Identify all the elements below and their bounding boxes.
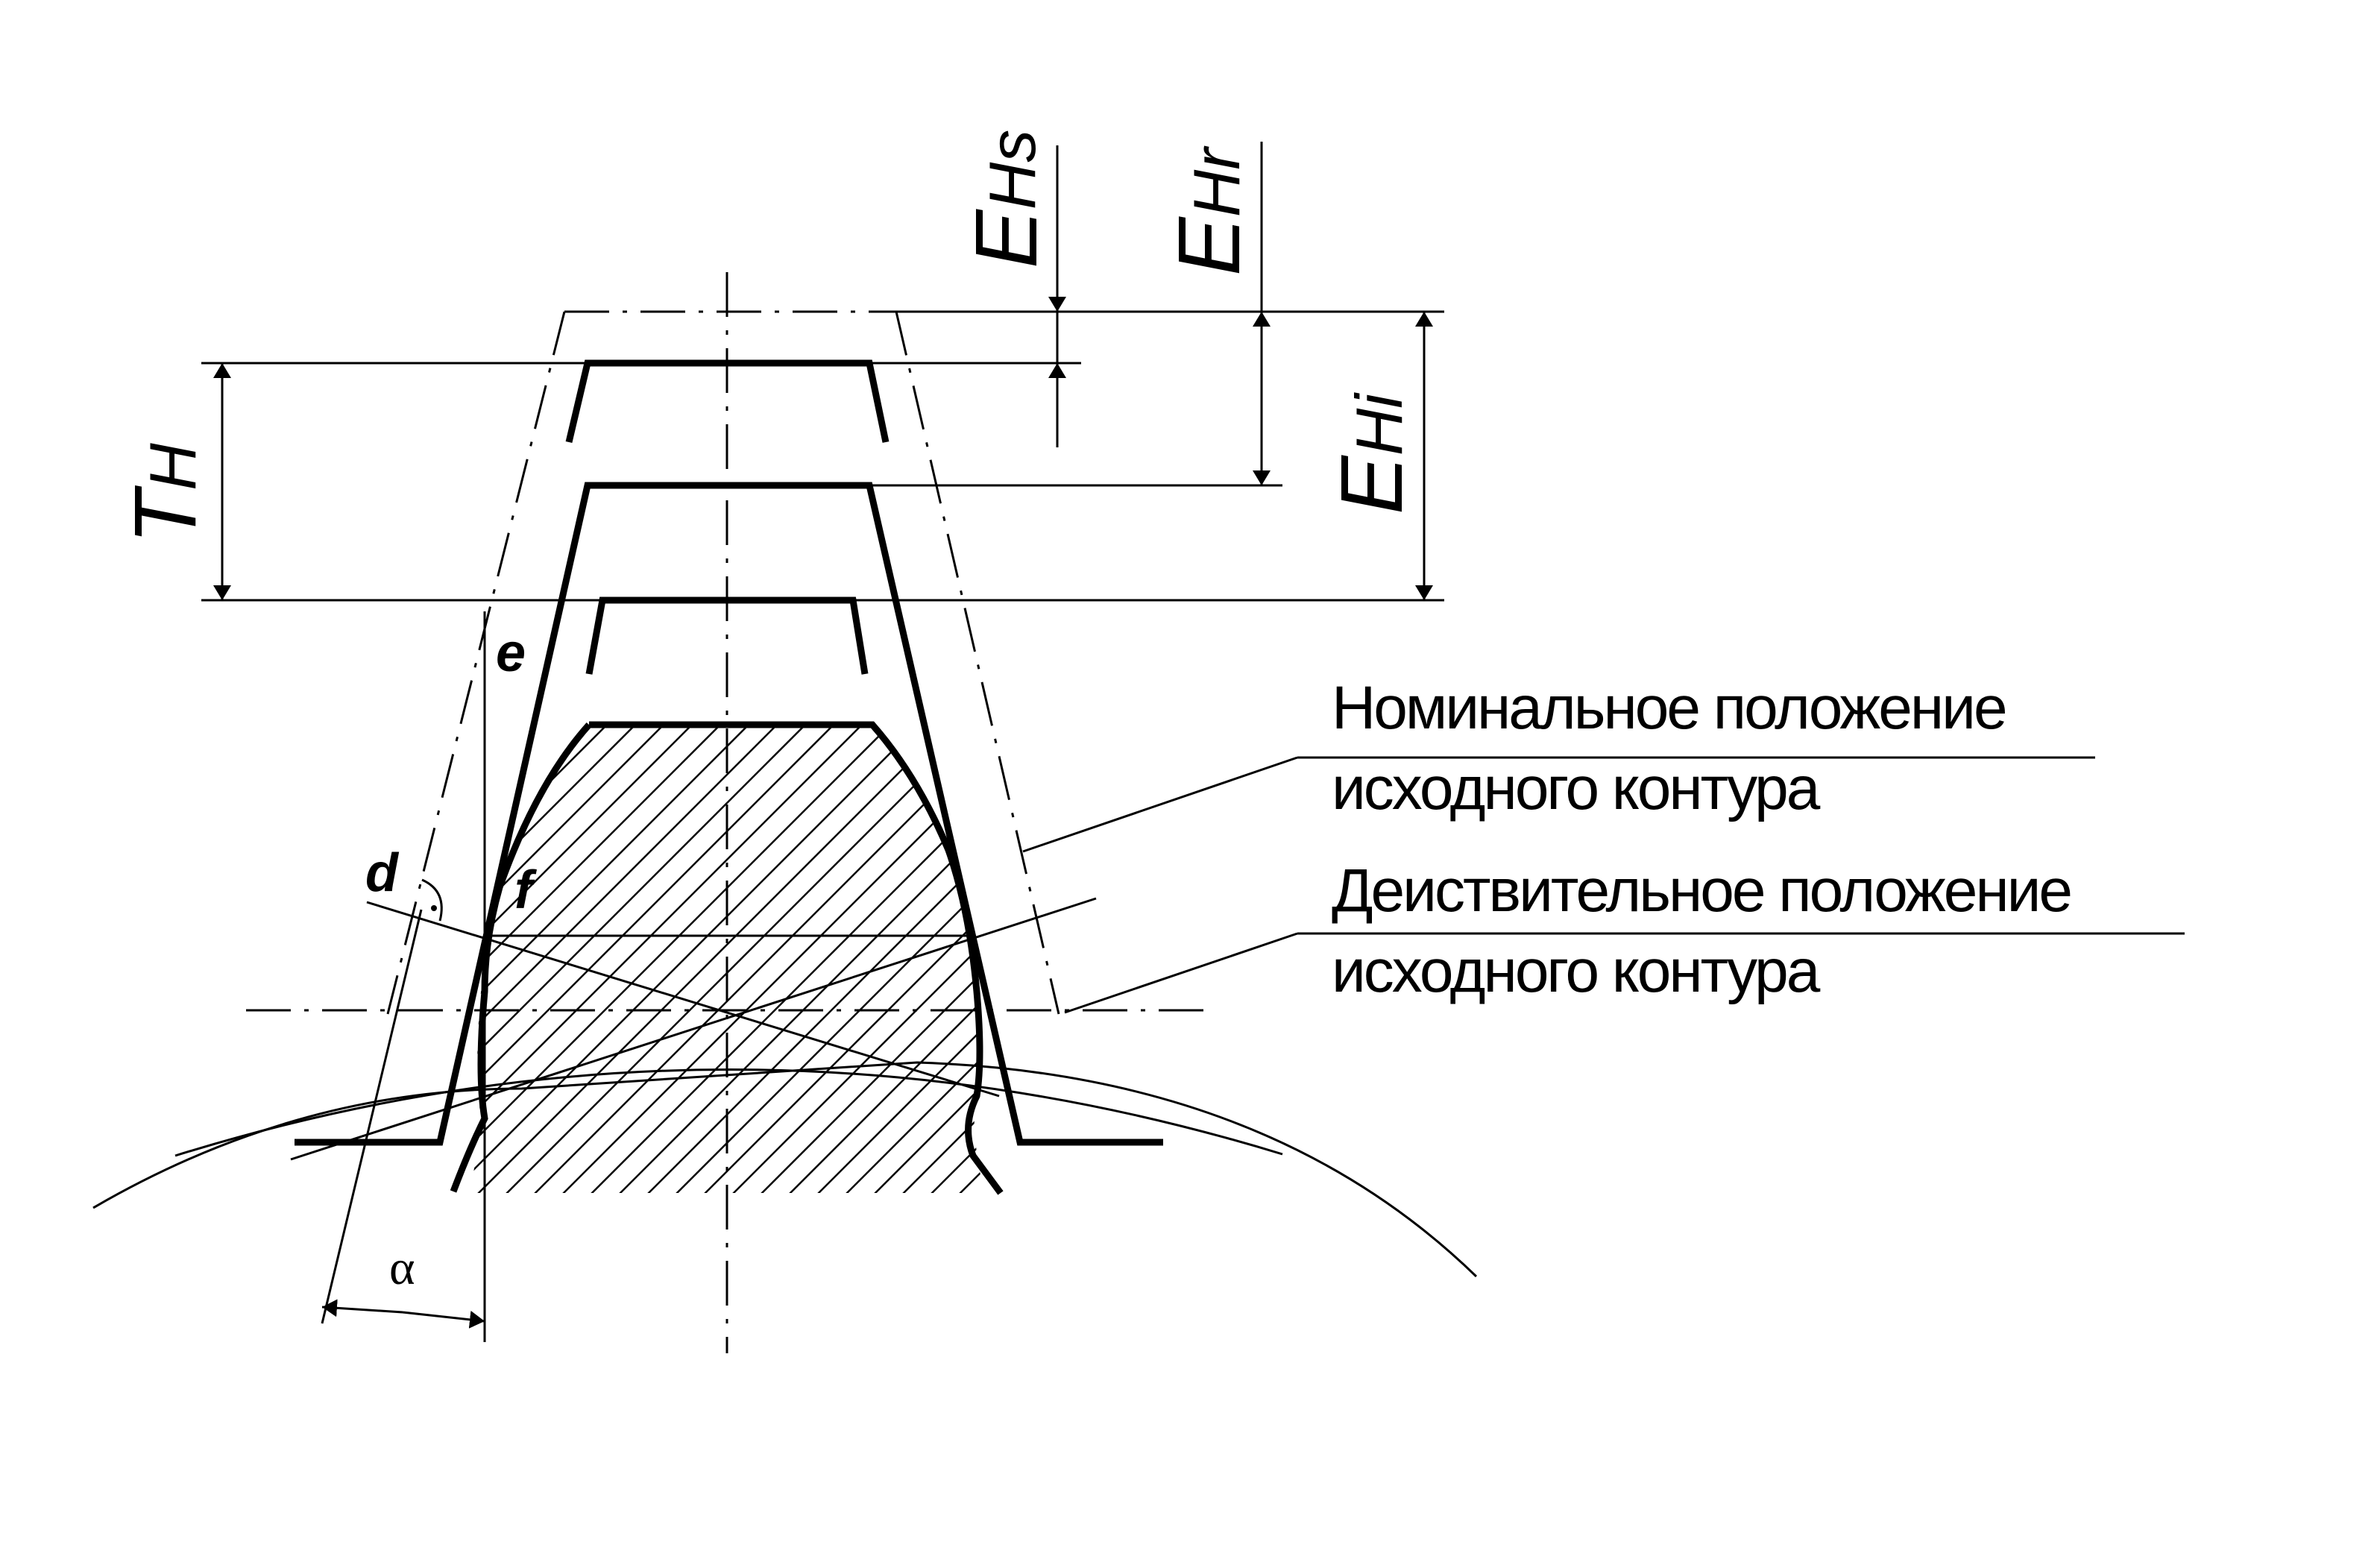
hatch-line <box>633 725 984 1193</box>
hatch-line <box>576 725 984 1193</box>
hatch-line <box>470 725 958 1193</box>
normal-line-alpha <box>321 909 423 1324</box>
hatch-line <box>470 725 930 1193</box>
svg-text:EHs: EHs <box>957 130 1056 268</box>
hatch-line <box>470 725 618 1193</box>
right-angle-dot <box>431 905 437 911</box>
hatch-line <box>775 725 984 1193</box>
actual-note-line2: исходного контура <box>1332 937 1821 1005</box>
hatch-line <box>470 725 476 1193</box>
actual-note-line1: Деиствительное положение <box>1332 857 2071 925</box>
nominal-note-line1: Номинальное положение <box>1332 674 2006 742</box>
hatch-line <box>470 725 731 1193</box>
svg-text:EHi: EHi <box>1323 392 1421 514</box>
hatch-line <box>831 725 984 1193</box>
hatch-line <box>690 725 984 1193</box>
hatch-line <box>470 725 533 1193</box>
point-e-label: e <box>496 623 526 683</box>
right-angle-mark <box>421 878 443 922</box>
hatch-line <box>470 725 845 1193</box>
upper-limit-profile <box>565 359 890 444</box>
tangent-line <box>290 897 1097 1161</box>
alpha-arrow-right <box>402 1310 485 1329</box>
hatch-line <box>520 725 984 1193</box>
ehi-label: EHi <box>1323 392 1421 514</box>
hatch-line <box>470 725 703 1193</box>
hatch-line <box>470 725 505 1193</box>
point-d-label: d <box>365 843 400 903</box>
hatch-line <box>860 725 984 1193</box>
hatch-line <box>661 725 984 1193</box>
base-circle-arc <box>92 1061 1478 1278</box>
pitch-circle-arc <box>174 1068 1283 1157</box>
svg-text:TH: TH <box>116 443 215 544</box>
angle-alpha-label: α <box>389 1241 415 1295</box>
hatch-line <box>470 725 816 1193</box>
hatch-line <box>470 725 873 1193</box>
outer-left-chain-line <box>386 311 566 1015</box>
hatch-line <box>746 725 984 1193</box>
ehs-label: EHs <box>957 130 1056 268</box>
alpha-arrow-left <box>321 1299 403 1317</box>
leader-nominal <box>1022 756 1298 853</box>
ehr-label: EHr <box>1160 145 1259 276</box>
hatch-line <box>470 725 901 1193</box>
outer-right-chain-line <box>895 311 1060 1015</box>
hatch-line <box>470 725 760 1193</box>
th-label: TH <box>116 443 215 544</box>
hatch-line <box>470 725 788 1193</box>
hatch-line <box>470 725 675 1193</box>
hatch-line <box>718 725 984 1193</box>
hatch-line <box>605 725 984 1193</box>
hatch-line <box>548 725 984 1193</box>
nominal-note-line2: исходного контура <box>1332 755 1821 822</box>
hatch-line <box>470 725 984 1193</box>
svg-text:EHr: EHr <box>1160 145 1259 276</box>
nominal-rack-profile <box>295 482 1163 1146</box>
hatch-line <box>470 725 646 1193</box>
hatch-line <box>803 725 984 1193</box>
leader-actual <box>1064 932 1298 1014</box>
